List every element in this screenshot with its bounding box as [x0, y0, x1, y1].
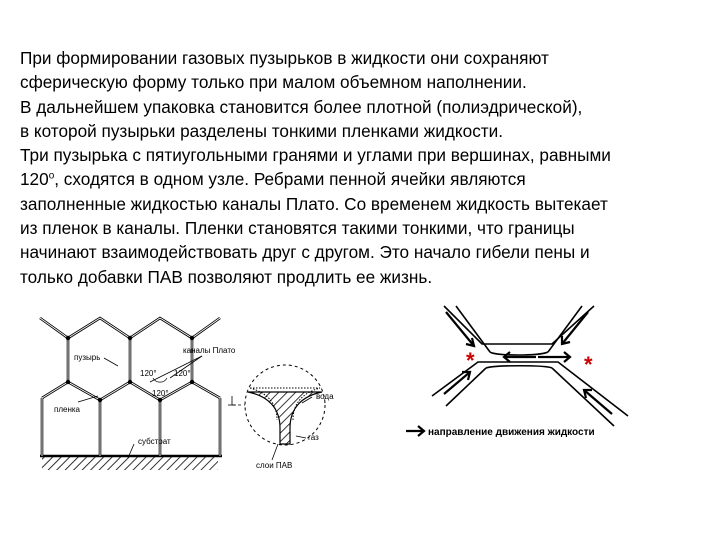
- label-film: пленка: [54, 405, 81, 414]
- flow-arrows: [443, 311, 613, 415]
- text-line-2: сферическую форму только при малом объем…: [20, 72, 527, 93]
- label-gas: газ: [308, 433, 319, 442]
- angle-arc: [152, 377, 168, 383]
- text-line-9: начинают взаимодействовать друг с другом…: [20, 242, 590, 263]
- text-line-3: В дальнейшем упаковка становится более п…: [20, 96, 583, 117]
- text-line-8: из пленок в каналы. Пленки становятся та…: [20, 218, 575, 239]
- text-line-6-start: 120: [20, 169, 49, 190]
- label-angle-2: 120°: [174, 369, 191, 378]
- channel-detail: вода газ слои ПАВ: [232, 364, 334, 470]
- label-angle-3: 120°: [152, 389, 169, 398]
- text-line-4: в которой пузырьки разделены тонкими пле…: [20, 120, 504, 141]
- body-paragraph: При формировании газовых пузырьков в жид…: [20, 46, 714, 289]
- label-angle-1: 120°: [140, 369, 157, 378]
- legend-text: направление движения жидкости: [428, 427, 595, 438]
- plateau-nodes: [65, 335, 195, 403]
- flow-legend: направление движения жидкости: [406, 425, 595, 438]
- detail-leaders: [271, 396, 313, 461]
- surfactant-layer-left: [249, 387, 278, 421]
- label-surfactant: слои ПАВ: [256, 461, 292, 470]
- channel-outline: [431, 305, 629, 427]
- label-bubble: пузырь: [74, 353, 100, 362]
- detail-circle: [244, 364, 326, 446]
- text-line-1: При формировании газовых пузырьков в жид…: [20, 48, 549, 68]
- label-substrate: субстрат: [138, 437, 171, 446]
- text-line-6-end: , сходятся в одном узле. Ребрами пенной …: [54, 169, 526, 190]
- water-channel: [247, 391, 323, 445]
- plateau-marker-left: *: [466, 348, 475, 373]
- foam-leaders: [77, 355, 236, 459]
- surfactant-layer-right: [250, 387, 321, 421]
- substrate-hatch: [42, 456, 218, 470]
- foam-diagram: пузырь каналы Плато 120° 120° 120° пленк…: [39, 316, 236, 470]
- flow-diagram: * * направление движения жидкости: [406, 305, 629, 438]
- text-line-5: Три пузырька с пятиугольными гранями и у…: [20, 145, 611, 166]
- plateau-marker-right: *: [584, 352, 593, 377]
- label-water: вода: [316, 392, 334, 401]
- text-line-7: заполненные жидкостью каналы Плато. Со в…: [20, 193, 608, 214]
- flow-arrows-mid: [538, 351, 572, 363]
- label-plateau-channels: каналы Плато: [183, 346, 236, 355]
- text-line-10: только добавки ПАВ позволяют продлить ее…: [20, 266, 433, 287]
- degree-sup: о: [48, 170, 55, 182]
